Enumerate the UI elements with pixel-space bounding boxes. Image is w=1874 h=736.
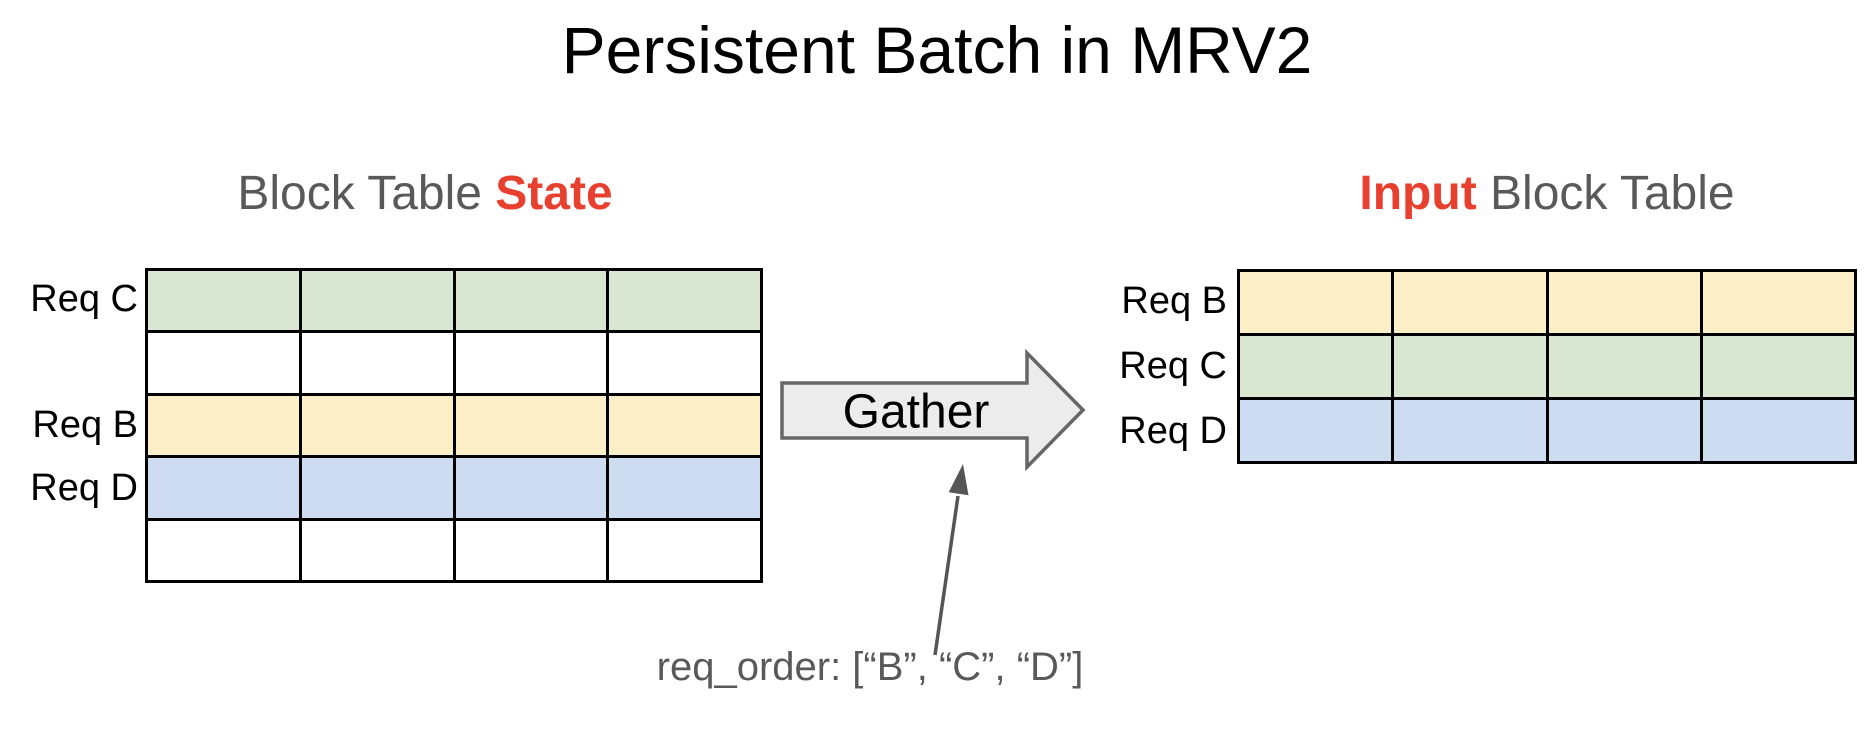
table-cell (455, 520, 607, 580)
table-cell (1394, 336, 1546, 397)
table-cell (1240, 272, 1392, 333)
right-row-label-req-c: Req C (1119, 345, 1227, 387)
table-cell (148, 333, 299, 393)
table-cell (301, 520, 453, 580)
right-row-label-req-d: Req D (1119, 410, 1227, 452)
table-cell (1702, 272, 1854, 333)
annotation-arrow (933, 464, 969, 656)
table-cell (301, 333, 453, 393)
table-cell (1394, 400, 1546, 461)
table-cell (148, 395, 299, 456)
table-cell (148, 520, 299, 580)
gather-arrow: Gather (780, 348, 1086, 472)
table-cell (609, 271, 760, 331)
table-cell (1394, 272, 1546, 333)
table-cell (301, 395, 453, 456)
table-cell (1548, 400, 1700, 461)
table-cell (455, 395, 607, 456)
table-cell (609, 333, 760, 393)
table-cell (1240, 400, 1392, 461)
slide-title: Persistent Batch in MRV2 (561, 13, 1313, 87)
gather-arrow-shape (780, 348, 1086, 472)
left-row-label-req-b: Req B (32, 404, 138, 446)
table-cell (1240, 336, 1392, 397)
table-cell (148, 458, 299, 518)
left-table-heading: Block Table State (95, 166, 755, 221)
gather-label: Gather (843, 386, 990, 439)
table-cell (609, 458, 760, 518)
table-cell (609, 395, 760, 456)
table-cell (609, 520, 760, 580)
right-heading-suffix: Block Table (1476, 167, 1735, 220)
right-row-label-req-b: Req B (1121, 280, 1227, 322)
table-cell (455, 271, 607, 331)
left-block-table (145, 268, 763, 583)
table-cell (1702, 400, 1854, 461)
table-cell (301, 271, 453, 331)
left-row-label-req-c: Req C (30, 278, 138, 320)
left-heading-prefix: Block Table (237, 167, 496, 220)
req-order-annotation: req_order: [“B”, “C”, “D”] (656, 645, 1084, 689)
annotation-arrowhead (948, 464, 969, 496)
table-cell (1548, 336, 1700, 397)
table-cell (148, 271, 299, 331)
right-heading-highlight: Input (1359, 167, 1477, 220)
table-cell (301, 458, 453, 518)
table-cell (1702, 336, 1854, 397)
left-row-label-req-d: Req D (30, 467, 138, 509)
left-heading-highlight: State (495, 167, 613, 220)
table-cell (455, 333, 607, 393)
right-table-heading: Input Block Table (1207, 166, 1874, 221)
right-block-table (1237, 269, 1857, 464)
table-cell (455, 458, 607, 518)
annotation-arrow-line (933, 495, 960, 656)
table-cell (1548, 272, 1700, 333)
